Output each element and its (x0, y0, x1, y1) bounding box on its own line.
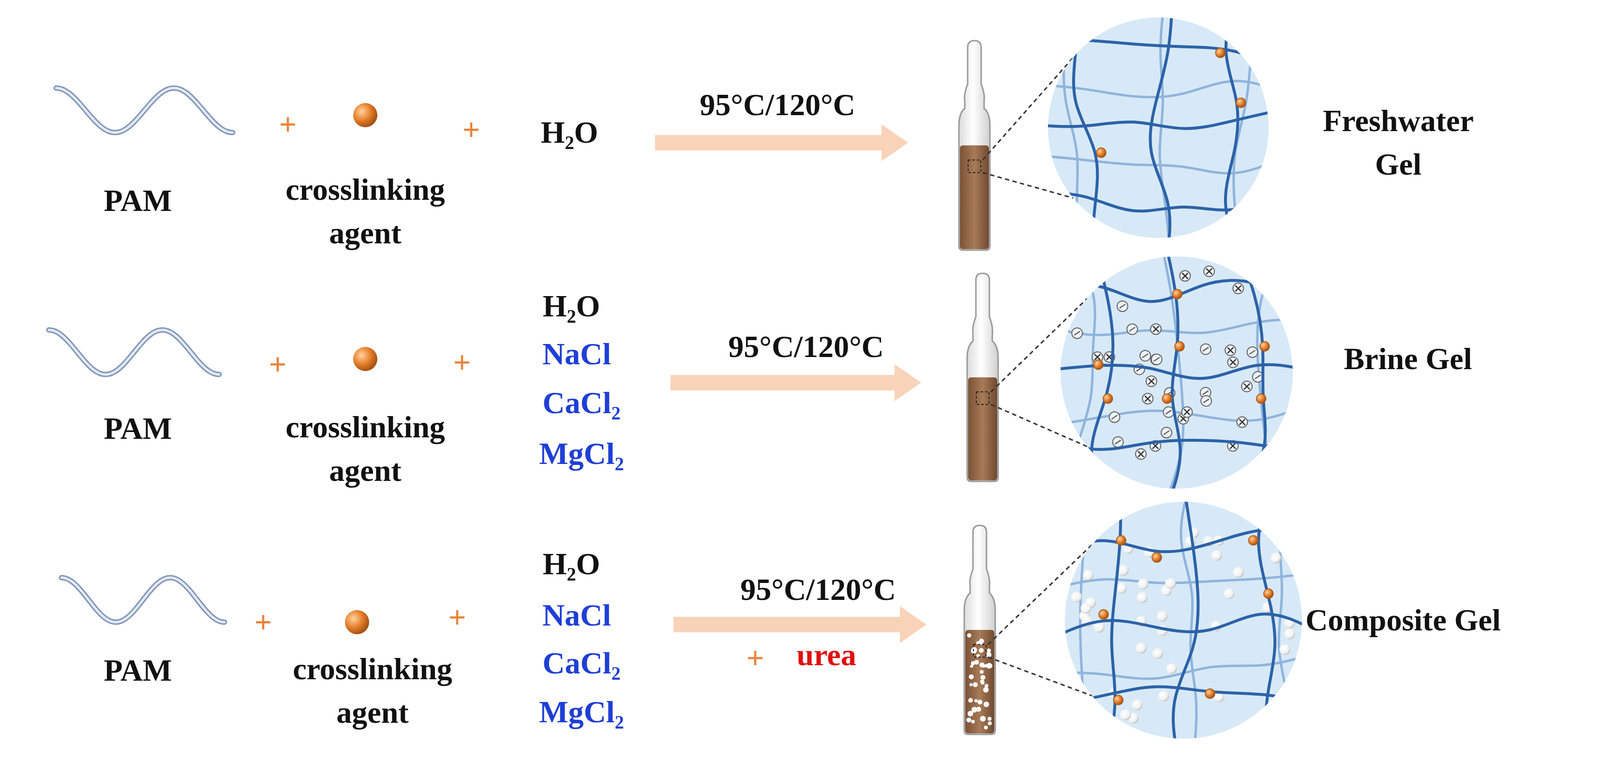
reaction-arrow (673, 606, 927, 643)
text-label: Brine Gel (1306, 337, 1510, 381)
plus-sign: + (269, 346, 287, 383)
additive-label: urea (796, 637, 856, 673)
plus-sign: + (279, 106, 297, 143)
plus-sign: + (462, 111, 480, 148)
text-label: PAM (104, 182, 173, 219)
crosslinker-sphere (353, 346, 378, 372)
text-label: H₂O (542, 288, 601, 325)
text-label: 95°C/120°C (699, 87, 855, 123)
salt-label: NaCl (542, 336, 612, 373)
plus-sign: + (254, 604, 272, 641)
text-label: H₂O (542, 546, 601, 583)
text-label: Composite Gel (1301, 598, 1505, 643)
reaction-arrow (655, 124, 909, 162)
ampoule (967, 273, 999, 482)
crosslinker-sphere (344, 610, 370, 635)
pam-chain (61, 577, 225, 623)
pam-chain (48, 329, 220, 375)
text-label: PAM (104, 410, 173, 447)
ampoule (964, 525, 996, 735)
network-inset (982, 2, 1284, 253)
text-label: H₂O (540, 114, 599, 151)
salt-label: CaCl₂ (542, 385, 621, 421)
pam-chain (56, 88, 233, 133)
text-label: crosslinking agent (251, 167, 479, 255)
ampoule (958, 40, 990, 251)
text-label: crosslinking agent (258, 647, 487, 734)
network-inset (987, 487, 1317, 754)
plus-sign: + (453, 344, 471, 381)
salt-label: NaCl (542, 597, 612, 634)
text-label: Freshwater Gel (1296, 99, 1500, 186)
network-inset (990, 241, 1308, 504)
reaction-arrow (670, 364, 922, 402)
crosslinker-sphere (353, 103, 378, 128)
salt-label: MgCl₂ (538, 435, 625, 472)
text-label: crosslinking agent (251, 405, 479, 493)
text-label: 95°C/120°C (728, 328, 884, 365)
text-label: PAM (104, 652, 173, 689)
salt-label: CaCl₂ (542, 645, 621, 682)
text-label: 95°C/120°C (740, 571, 896, 608)
plus-sign: + (746, 640, 764, 676)
plus-sign: + (448, 599, 466, 636)
salt-label: MgCl₂ (538, 694, 625, 731)
